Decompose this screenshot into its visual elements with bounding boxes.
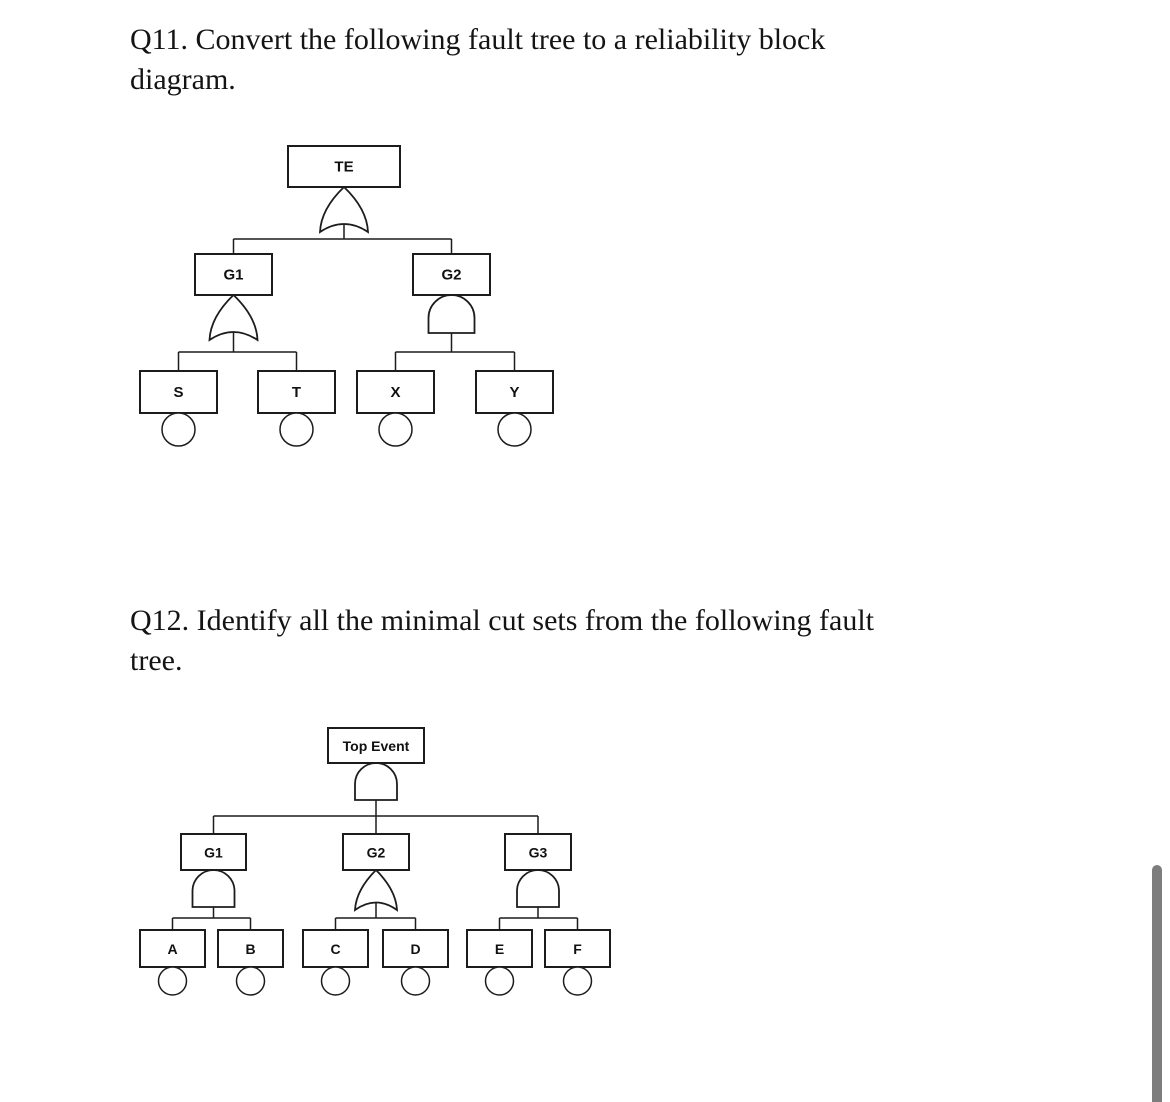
basic-event-circle-c: [320, 966, 351, 996]
event-label-s: S: [173, 384, 183, 401]
basic-event-circle-e: [484, 966, 515, 996]
event-label-e: E: [495, 941, 504, 957]
event-label-c: C: [330, 941, 340, 957]
top-event-label: Top Event: [343, 738, 410, 754]
te-or-gate-icon: [319, 185, 369, 234]
event-box-f: [544, 929, 611, 968]
g1-and-gate-icon: [191, 869, 236, 908]
g3-and-gate-icon: [516, 869, 560, 908]
g1-label: G1: [204, 845, 223, 861]
event-label-b: B: [245, 941, 255, 957]
q12-fault-tree-diagram: Top Event G1 G2 G3 A B C D E F: [139, 727, 611, 996]
g2-box: [342, 833, 410, 871]
g2-and-gate-icon: [427, 294, 476, 334]
basic-event-circle-x: [378, 412, 413, 447]
te-label: TE: [334, 159, 353, 176]
g2-label: G2: [441, 267, 461, 284]
top-event-and-gate-icon: [354, 762, 398, 801]
g1-or-gate-icon: [208, 293, 259, 342]
g3-label: G3: [529, 845, 548, 861]
g1-label: G1: [223, 267, 243, 284]
q12-connector-lines: [171, 800, 579, 930]
basic-event-circle-t: [279, 412, 314, 447]
basic-event-circle-s: [161, 412, 196, 447]
event-label-a: A: [167, 941, 177, 957]
q11-heading: Q11. Convert the following fault tree to…: [130, 20, 825, 100]
event-box-t: [257, 370, 336, 414]
event-box-c: [302, 929, 369, 968]
event-label-x: X: [390, 384, 400, 401]
q11-heading-line1: Q11. Convert the following fault tree to…: [130, 23, 826, 56]
event-label-f: F: [573, 941, 582, 957]
q11-heading-line2: diagram.: [130, 63, 236, 96]
q11-connector-lines: [177, 224, 516, 371]
g2-or-gate-icon: [354, 868, 398, 912]
g2-label: G2: [367, 845, 386, 861]
event-label-y: Y: [509, 384, 519, 401]
g3-box: [504, 833, 572, 871]
basic-event-circle-a: [157, 966, 188, 996]
event-box-b: [217, 929, 284, 968]
te-box: [287, 145, 401, 188]
q12-heading-line1: Q12. Identify all the minimal cut sets f…: [130, 604, 875, 637]
g2-box: [412, 253, 491, 296]
g1-box: [194, 253, 273, 296]
vertical-scrollbar-thumb[interactable]: [1152, 865, 1162, 1102]
basic-event-circle-b: [235, 966, 266, 996]
event-box-e: [466, 929, 533, 968]
top-event-box: [327, 727, 425, 764]
event-box-y: [475, 370, 554, 414]
basic-event-circle-f: [562, 966, 593, 996]
event-label-t: T: [292, 384, 301, 401]
g1-box: [180, 833, 247, 871]
basic-event-circle-d: [400, 966, 431, 996]
event-box-d: [382, 929, 449, 968]
event-box-a: [139, 929, 206, 968]
q12-heading: Q12. Identify all the minimal cut sets f…: [130, 601, 874, 681]
q12-heading-line2: tree.: [130, 644, 183, 677]
event-box-x: [356, 370, 435, 414]
q11-fault-tree-diagram: TE G1 G2 S T X Y: [139, 145, 554, 447]
event-label-d: D: [410, 941, 420, 957]
basic-event-circle-y: [497, 412, 532, 447]
